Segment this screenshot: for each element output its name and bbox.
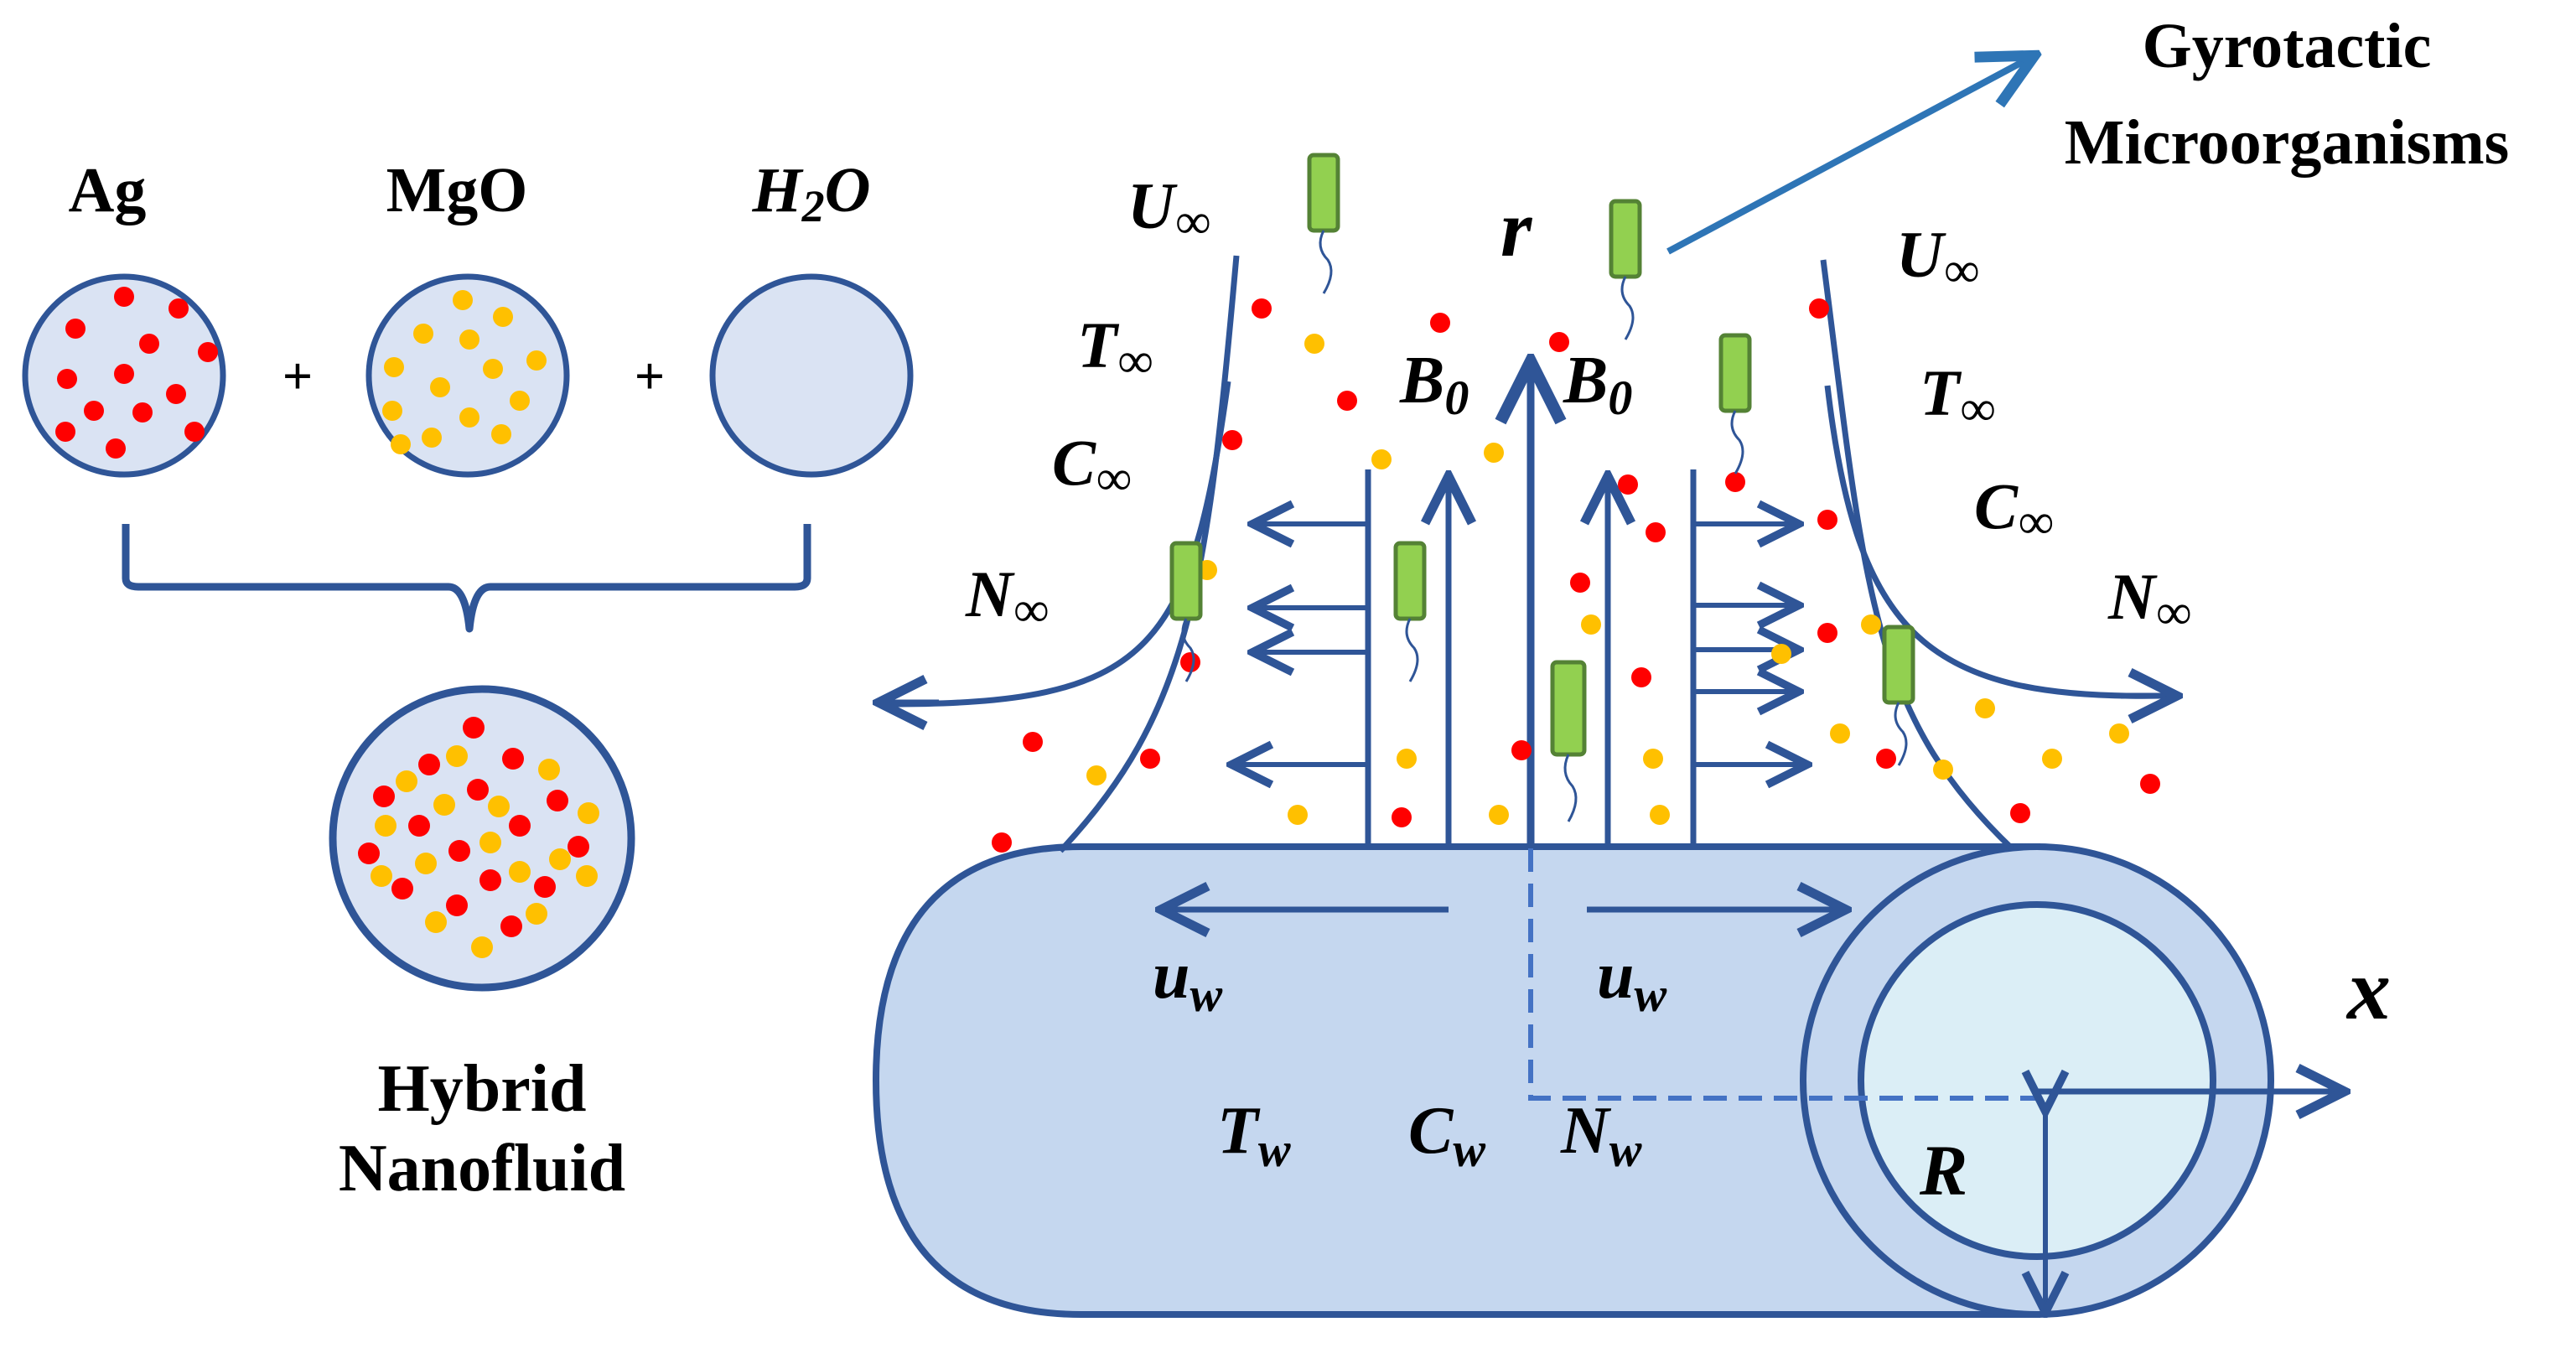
flow-particles-mgo — [1086, 334, 2129, 825]
water-circle — [709, 273, 914, 478]
hybrid-nanofluid-label-line1: Hybrid — [378, 1052, 587, 1126]
microorganism-pointer-arrow — [1666, 59, 2029, 255]
microorganism-2 — [1609, 199, 1642, 340]
label-B0-right: B0 — [1563, 344, 1632, 425]
label-r-axis: r — [1501, 184, 1533, 273]
hybrid-particles-mgo — [371, 745, 599, 958]
label-Cw: Cw — [1408, 1094, 1485, 1177]
flow-particles-ag — [992, 298, 2160, 853]
microorganism-4 — [1169, 541, 1203, 682]
label-U-inf-left: U∞ — [1127, 169, 1210, 249]
microorganism-3 — [1718, 333, 1752, 474]
microorganism-6 — [1550, 660, 1587, 822]
label-N-inf-right: N∞ — [2107, 560, 2191, 640]
water-label: H2O — [751, 155, 870, 231]
label-B0-left: B0 — [1399, 344, 1469, 425]
microorganisms-label-line2: Microorganisms — [2065, 107, 2510, 178]
label-radius-R: R — [1919, 1130, 1967, 1211]
mgo-label: MgO — [386, 155, 528, 226]
label-uw-right: uw — [1597, 939, 1667, 1022]
boundary-layer-right — [1820, 259, 2014, 851]
label-Tw: Tw — [1217, 1094, 1291, 1177]
label-T-inf-right: T∞ — [1920, 356, 1995, 436]
label-C-inf-right: C∞ — [1974, 469, 2054, 549]
label-Nw: Nw — [1560, 1094, 1642, 1177]
velocity-arrows-left — [1236, 524, 1368, 765]
microorganism-7 — [1882, 625, 1915, 766]
label-T-inf-left: T∞ — [1077, 308, 1153, 388]
ag-label: Ag — [69, 155, 147, 226]
label-x-axis: x — [2345, 941, 2391, 1038]
cylinder-end-inner — [1858, 901, 2216, 1260]
ag-particles — [55, 287, 218, 459]
microorganism-1 — [1307, 153, 1340, 294]
hybrid-particles-ag — [358, 717, 589, 937]
boundary-layer-right-outer — [1824, 385, 2164, 699]
mixing-brace — [122, 524, 811, 633]
hybrid-nanofluid-label-line2: Nanofluid — [339, 1132, 625, 1205]
velocity-arrows-right — [1693, 524, 1802, 765]
label-U-inf-right: U∞ — [1896, 218, 1979, 298]
label-uw-left: uw — [1153, 939, 1223, 1022]
boundary-layer-left — [1058, 255, 1240, 853]
plus-sign-1: + — [282, 346, 313, 406]
plus-sign-2: + — [635, 346, 665, 406]
mgo-particles — [382, 290, 547, 454]
boundary-layer-left-outer — [888, 381, 1231, 708]
label-N-inf-left: N∞ — [965, 557, 1049, 637]
stretching-cylinder — [872, 843, 2040, 1318]
microorganism-5 — [1393, 541, 1427, 682]
dashed-radius-guide — [1528, 848, 2037, 1101]
label-C-inf-left: C∞ — [1052, 426, 1132, 506]
microorganisms-label-line1: Gyrotactic — [2143, 11, 2432, 81]
